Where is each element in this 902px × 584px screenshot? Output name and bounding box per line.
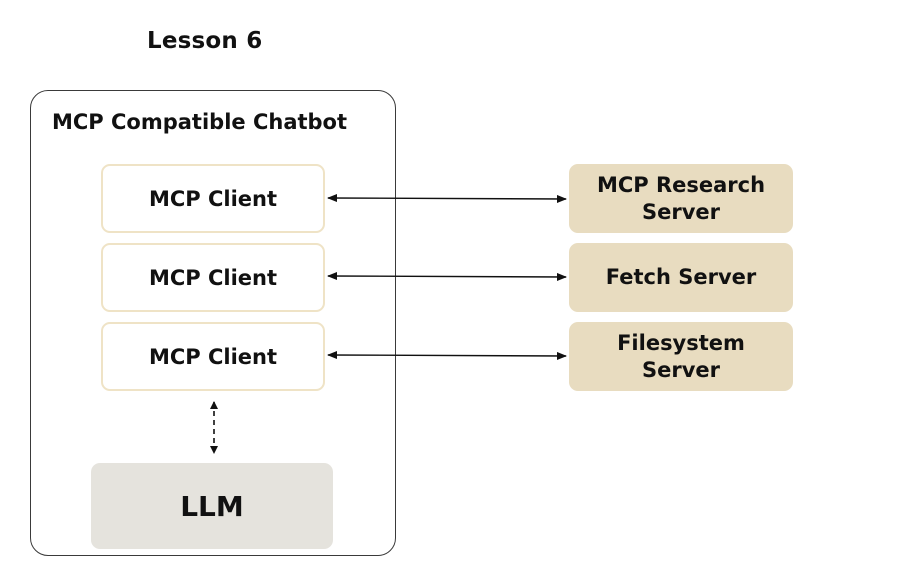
mcp-client-3: MCP Client bbox=[101, 322, 325, 391]
arrow-client1-research-server bbox=[327, 194, 567, 203]
arrow-client3-filesystem-server bbox=[327, 351, 567, 360]
server-label-fetch: Fetch Server bbox=[605, 265, 757, 289]
filesystem-server: Filesystem Server bbox=[569, 322, 793, 391]
mcp-research-server: MCP Research Server bbox=[569, 164, 793, 233]
server-label-filesystem: Filesystem Server bbox=[617, 330, 745, 382]
chatbot-title: MCP Compatible Chatbot bbox=[52, 110, 348, 134]
llm-box: LLM bbox=[91, 463, 333, 549]
mcp-client-1: MCP Client bbox=[101, 164, 325, 233]
lesson-title: Lesson 6 bbox=[147, 28, 263, 54]
server-label-research: MCP Research Server bbox=[596, 172, 766, 224]
arrow-client2-fetch-server bbox=[327, 272, 567, 281]
fetch-server: Fetch Server bbox=[569, 243, 793, 312]
mcp-client-2: MCP Client bbox=[101, 243, 325, 312]
